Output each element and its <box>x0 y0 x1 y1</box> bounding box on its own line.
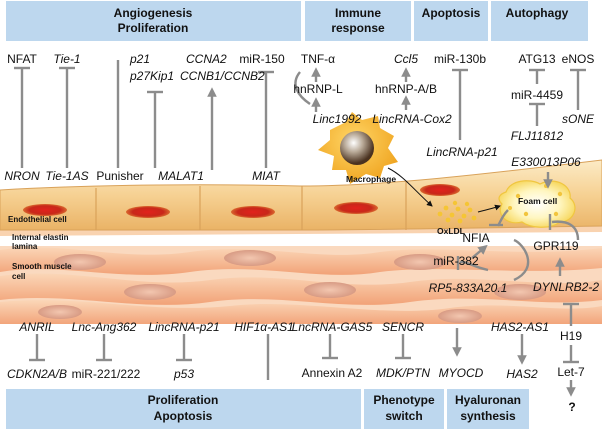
macrophage-label: Macrophage <box>346 174 396 184</box>
smc-label-line1: Smooth muscle <box>12 262 72 271</box>
lnc-miat: MIAT <box>252 169 281 183</box>
node-dynlrb2: DYNLRB2-2 <box>533 280 599 294</box>
smc-label-line2: cell <box>12 272 25 281</box>
header-immune-line1: Immune <box>335 6 381 20</box>
endothelial-layer <box>0 159 602 231</box>
macrophage-nucleus <box>340 131 374 165</box>
endothelial-nucleus <box>334 202 378 214</box>
target-ccna2: CCNA2 <box>186 52 227 66</box>
endothelial-label: Endothelial cell <box>8 215 67 224</box>
lnc-ang362: Lnc-Ang362 <box>72 320 137 334</box>
macrophage-to-oxldl-arrow <box>387 167 433 207</box>
smc-nucleus <box>224 250 276 266</box>
node-mir382: miR-382 <box>433 254 479 268</box>
header-proliferation-line1: Proliferation <box>148 393 219 407</box>
header-phenotype-line1: Phenotype <box>373 393 435 407</box>
lnc-punisher: Punisher <box>96 169 143 183</box>
oxldl-particles <box>437 200 477 224</box>
endothelial-nucleus <box>126 206 170 218</box>
target-p53: p53 <box>173 367 194 381</box>
header-box-hyaluronan <box>447 389 529 429</box>
lnc-sone: sONE <box>562 112 595 126</box>
header-box-phenotype <box>364 389 444 429</box>
smooth-muscle-layer <box>0 244 602 324</box>
lnc-lincrnap21-top: LincRNA-p21 <box>426 145 497 159</box>
smc-nucleus <box>38 305 82 319</box>
endothelial-nucleus <box>420 184 460 196</box>
target-ccl5: Ccl5 <box>394 52 418 66</box>
node-gpr119: GPR119 <box>533 239 578 253</box>
header-box-proliferation <box>6 389 361 429</box>
lnc-tie1as: Tie-1AS <box>45 169 88 183</box>
target-atg13: ATG13 <box>518 52 555 66</box>
target-ccnb: CCNB1/CCNB2 <box>180 69 265 83</box>
target-nfat: NFAT <box>7 52 37 66</box>
elastin-label-line2: lamina <box>12 242 38 251</box>
oxldl-label: OxLDL <box>437 226 465 236</box>
smc-nucleus <box>494 284 546 300</box>
smc-nucleus <box>304 282 356 298</box>
lnc-anril: ANRIL <box>18 320 54 334</box>
target-has2: HAS2 <box>506 367 538 381</box>
header-apoptosis: Apoptosis <box>422 6 481 20</box>
target-cdkn2ab: CDKN2A/B <box>7 367 67 381</box>
target-p21: p21 <box>129 52 150 66</box>
target-mir4459: miR-4459 <box>511 88 563 102</box>
lnc-lincrnacox2: LincRNA-Cox2 <box>372 112 452 126</box>
smc-nucleus <box>394 254 446 270</box>
top-header-bar: Angiogenesis Proliferation Immune respon… <box>6 1 588 41</box>
header-hyaluronan-line1: Hyaluronan <box>455 393 521 407</box>
endothelial-nucleus <box>231 206 275 218</box>
header-hyaluronan-line2: synthesis <box>460 409 516 423</box>
lnc-h19: H19 <box>560 329 582 343</box>
header-box-apoptosis <box>414 1 488 41</box>
header-autophagy: Autophagy <box>506 6 569 20</box>
target-annexin: Annexin A2 <box>302 366 363 380</box>
target-let7: Let-7 <box>557 365 585 379</box>
bottom-header-bar: Proliferation Apoptosis Phenotype switch… <box>6 389 529 429</box>
header-immune-line2: response <box>331 21 385 35</box>
lnc-has2as1: HAS2-AS1 <box>491 320 549 334</box>
elastin-label-line1: Internal elastin <box>12 233 69 242</box>
lnc-malat1: MALAT1 <box>158 169 204 183</box>
target-enos: eNOS <box>562 52 595 66</box>
target-hnrnpab: hnRNP-A/B <box>375 82 437 96</box>
header-phenotype-line2: switch <box>385 409 422 423</box>
target-mir150: miR-150 <box>239 52 285 66</box>
target-mdk-ptn: MDK/PTN <box>376 366 430 380</box>
smc-nucleus <box>438 309 482 323</box>
target-hnrnpl: hnRNP-L <box>293 82 343 96</box>
target-tie1: Tie-1 <box>53 52 80 66</box>
lnc-hif1a-as1: HIF1α-AS1 <box>234 320 294 334</box>
endothelial-nucleus <box>23 204 67 216</box>
smc-nucleus <box>124 284 176 300</box>
header-box-immune <box>305 1 411 41</box>
header-angiogenesis-line2: Proliferation <box>118 21 189 35</box>
target-tnfa: TNF-α <box>301 52 335 66</box>
target-p27: p27Kip1 <box>129 69 174 83</box>
node-rp5: RP5-833A20.1 <box>429 281 508 295</box>
foam-cell-label: Foam cell <box>518 196 557 206</box>
node-nfia: NFIA <box>462 231 489 245</box>
target-myocd: MYOCD <box>439 366 484 380</box>
oxldl-to-foam-arrow <box>477 204 501 213</box>
header-angiogenesis-line1: Angiogenesis <box>114 6 193 20</box>
header-box-autophagy <box>491 1 588 41</box>
unknown-question-mark: ? <box>568 400 575 414</box>
target-mir130b: miR-130b <box>434 52 486 66</box>
lnc-lincrnap21-bottom: LincRNA-p21 <box>148 320 219 334</box>
lnc-sencr: SENCR <box>382 320 424 334</box>
lnc-nron: NRON <box>4 169 40 183</box>
smc-nucleus <box>54 254 106 270</box>
lnc-flj11812: FLJ11812 <box>511 129 564 143</box>
header-box-angiogenesis <box>6 1 301 41</box>
lnc-linc1992: Linc1992 <box>313 112 362 126</box>
lnc-lncrnagas5: LncRNA-GAS5 <box>292 320 373 334</box>
regulation-lines <box>14 60 586 397</box>
target-mir221: miR-221/222 <box>72 367 141 381</box>
lnc-e330013p06: E330013P06 <box>511 155 581 169</box>
macrophage-cell <box>318 112 398 184</box>
header-proliferation-line2: Apoptosis <box>154 409 213 423</box>
